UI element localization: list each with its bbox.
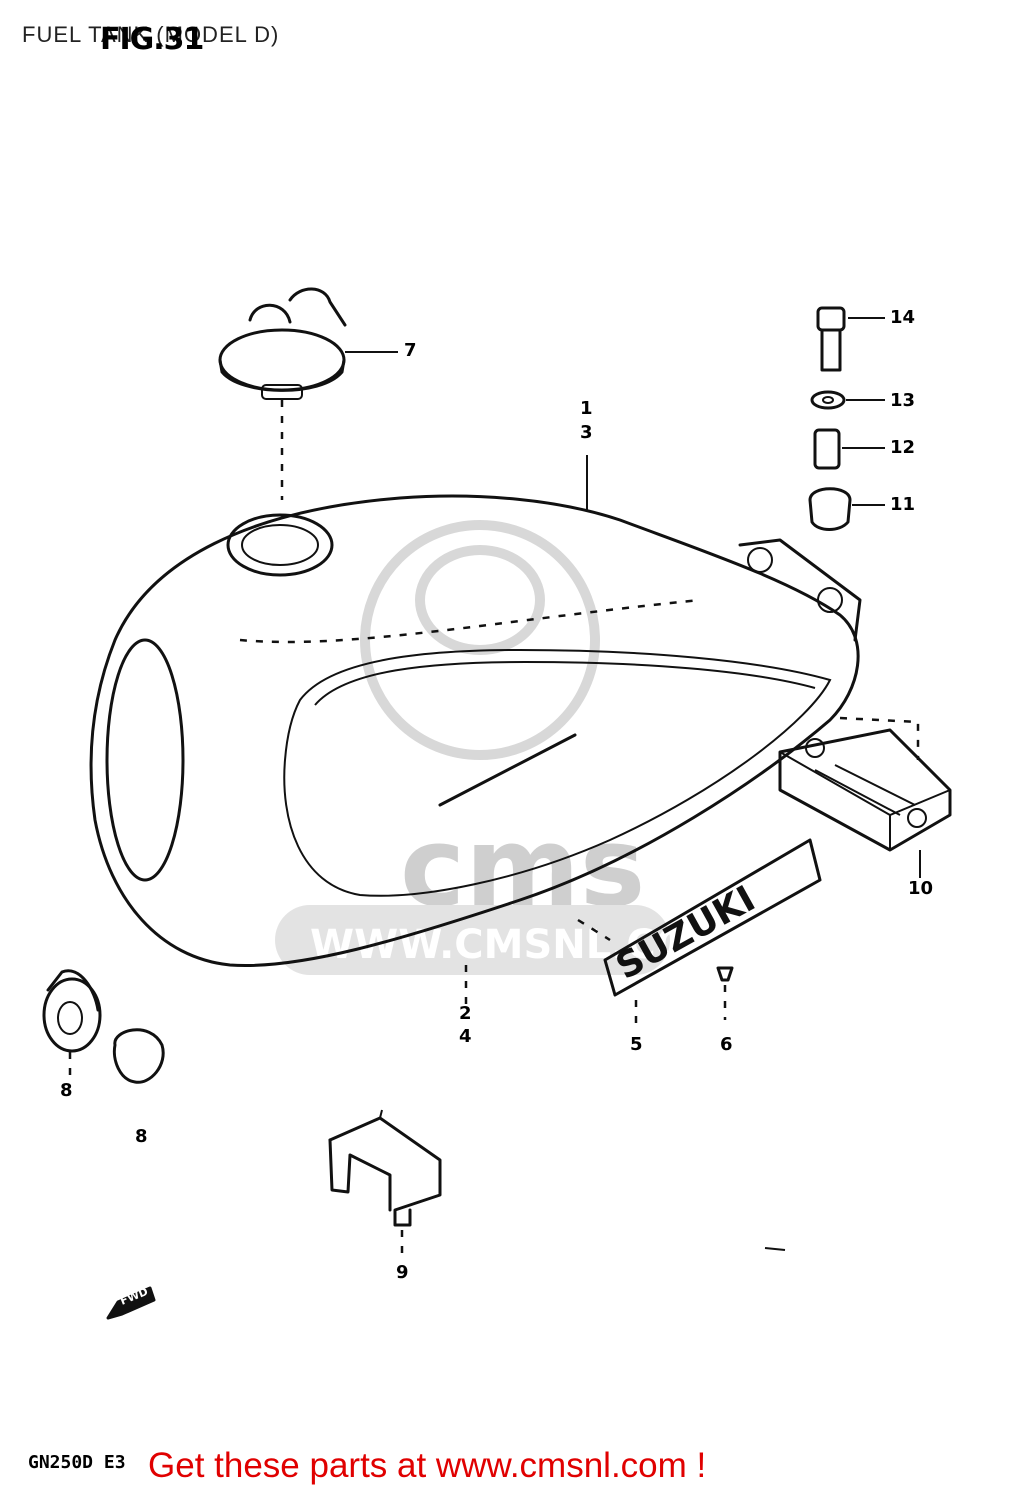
callout-2: 2 (459, 1003, 472, 1024)
callout-13: 13 (890, 390, 916, 411)
tank-cushion (778, 716, 952, 852)
leader-lines (345, 317, 921, 1251)
rubber-cushions (42, 969, 165, 1084)
mounting-hardware (808, 306, 852, 531)
fwd-arrow-icon: FWD (106, 1285, 156, 1320)
watermark-logo: cms WWW.CMSNL.COM (275, 520, 730, 975)
callout-8b: 8 (135, 1126, 148, 1147)
diagram-title: FUEL TANK (MODEL D) (22, 22, 280, 47)
callout-9: 9 (396, 1262, 409, 1283)
callout-3: 3 (580, 422, 593, 443)
fuel-cap (218, 287, 347, 500)
callout-6: 6 (720, 1034, 733, 1055)
callout-4: 4 (459, 1026, 472, 1047)
callout-14: 14 (890, 307, 916, 328)
figure-number: FIG.31 (100, 22, 204, 57)
callout-11: 11 (890, 494, 916, 515)
callout-1: 1 (580, 398, 593, 419)
callout-8a: 8 (60, 1080, 73, 1101)
promo-link-text[interactable]: Get these parts at www.cmsnl.com ! (148, 1446, 707, 1485)
callout-5: 5 (630, 1034, 643, 1055)
fuel-tank (89, 494, 862, 968)
callout-10: 10 (908, 878, 934, 899)
tank-bracket (328, 1109, 442, 1260)
model-code: GN250D E3 (28, 1452, 126, 1473)
callout-7: 7 (404, 340, 417, 361)
callout-12: 12 (890, 437, 916, 458)
